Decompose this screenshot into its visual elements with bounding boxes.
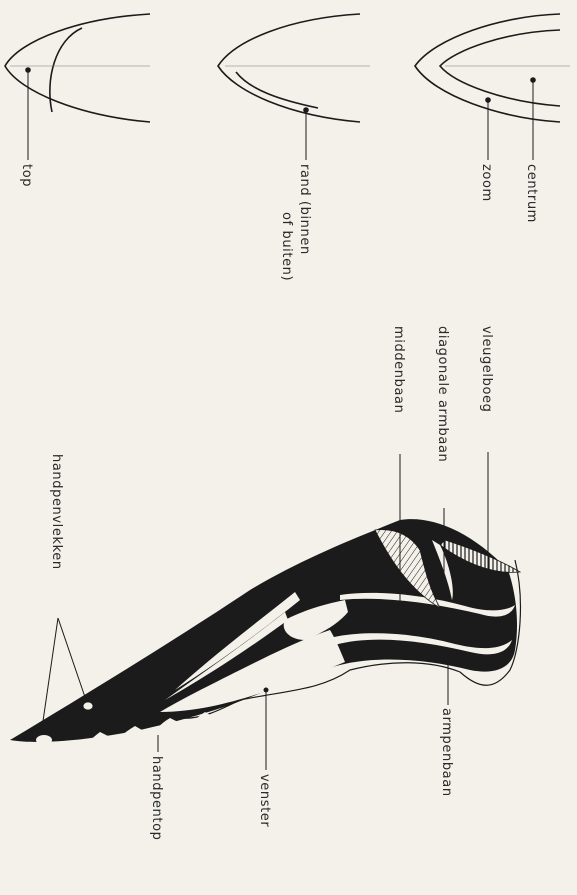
label-centrum: centrum bbox=[524, 164, 539, 223]
label-venster: venster bbox=[257, 774, 272, 827]
label-top: top bbox=[19, 164, 34, 187]
label-zoom: zoom bbox=[479, 164, 494, 202]
label-armpenbaan: armpenbaan bbox=[439, 708, 454, 797]
feather-centrum-zoom bbox=[415, 14, 570, 122]
handpen-spot-1 bbox=[36, 735, 52, 745]
feather-pointers bbox=[26, 68, 536, 160]
label-diagonale-armbaan: diagonale armbaan bbox=[435, 326, 450, 462]
label-vleugelboeg: vleugelboeg bbox=[479, 326, 494, 412]
label-handpentop: handpentop bbox=[149, 756, 164, 841]
label-middenbaan: middenbaan bbox=[391, 326, 406, 413]
feather-rand bbox=[218, 14, 370, 122]
label-rand-line2: of buiten) bbox=[279, 212, 294, 281]
handpen-spot-2 bbox=[83, 702, 93, 710]
label-rand-line1: rand (binnen bbox=[297, 164, 312, 255]
label-handpenvlekken: handpenvlekken bbox=[49, 454, 64, 570]
